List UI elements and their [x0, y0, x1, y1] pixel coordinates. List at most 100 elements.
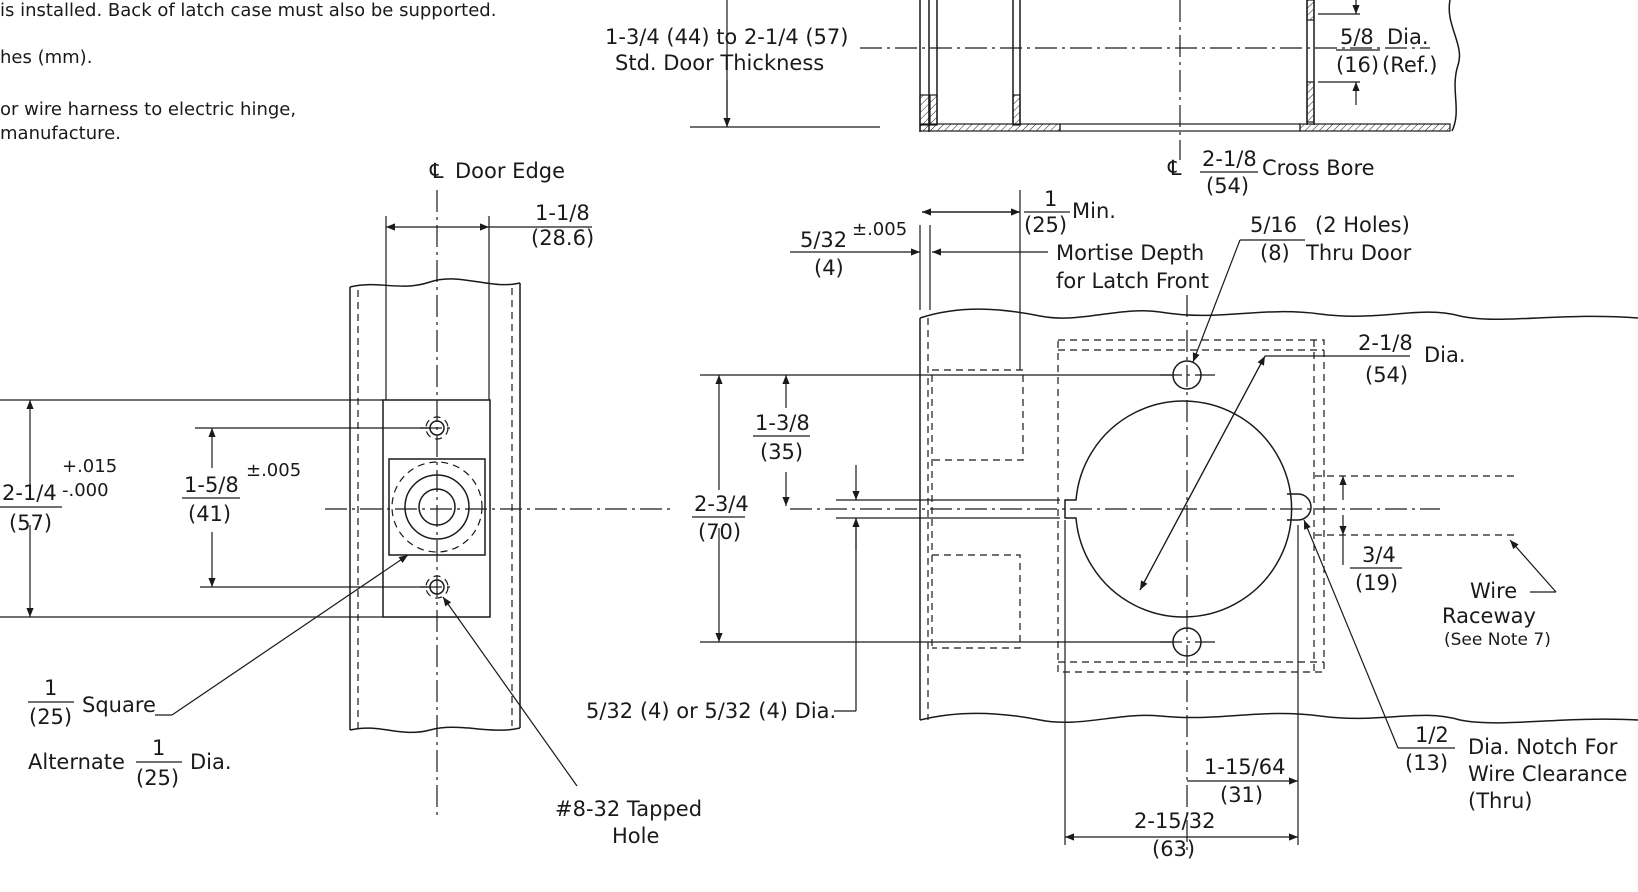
holes-mm-face: (8)	[1260, 241, 1290, 265]
note-line-2: hes (mm).	[0, 47, 92, 68]
cross-bore-label: Cross Bore	[1262, 156, 1375, 180]
holes-num-face: 5/16	[1250, 213, 1297, 237]
notch-line1: Dia. Notch For	[1468, 735, 1618, 759]
mortise-num: 5/32	[800, 228, 847, 252]
raceway-word1: Wire	[1470, 579, 1517, 603]
raceway-mm: (19)	[1355, 571, 1398, 595]
offset-mm: (31)	[1220, 783, 1263, 807]
door-edge-label: Door Edge	[455, 159, 565, 183]
min-mm: (25)	[1024, 213, 1067, 237]
bore-dia-leader-rev	[1139, 355, 1266, 591]
notch-num: 1/2	[1415, 723, 1449, 747]
holes-tol: ±.005	[246, 460, 301, 481]
cross-bore-num: 2-1/8	[1202, 147, 1257, 171]
dia-ref: (Ref.)	[1382, 53, 1438, 77]
mortise-tol: ±.005	[852, 219, 907, 240]
raceway-note: (See Note 7)	[1444, 630, 1551, 650]
section-hatch-post	[1012, 94, 1021, 126]
section-break-line	[1448, 0, 1461, 132]
square-leader	[171, 554, 409, 716]
wire-notch	[1287, 493, 1312, 521]
latch-case-lower-hidden	[932, 554, 1021, 649]
section-hatch-left	[919, 94, 930, 126]
dia-mm: (16)	[1336, 53, 1379, 77]
square-num: 1	[44, 676, 57, 700]
backset-num: 2-15/32	[1134, 809, 1215, 833]
spacing-num: 1-3/8	[755, 411, 810, 435]
tapped-line1: #8-32 Tapped	[555, 797, 702, 821]
slot-label: 5/32 (4) or 5/32 (4) Dia.	[586, 699, 836, 723]
section-hatch-bottom-right	[1299, 123, 1451, 132]
mortise-label-1: Mortise Depth	[1056, 241, 1204, 265]
latch-bore-outer	[404, 474, 470, 540]
mortise-label-2: for Latch Front	[1056, 269, 1209, 293]
alt-mm: (25)	[136, 766, 179, 790]
mortise-mm: (4)	[814, 256, 844, 280]
holes-count: (2 Holes)	[1315, 213, 1410, 237]
cross-bore-centerline-symbol: ℄	[1167, 156, 1182, 180]
holes-num: 1-5/8	[184, 473, 239, 497]
door-thickness-range: 1-3/4 (44) to 2-1/4 (57)	[605, 25, 848, 49]
latch-case-upper-hidden	[932, 369, 1024, 461]
note-line-1: is installed. Back of latch case must al…	[0, 0, 496, 21]
note-line-4: manufacture.	[0, 123, 121, 144]
height-mm: (57)	[9, 511, 52, 535]
alt-num: 1	[152, 736, 165, 760]
bore-num: 2-1/8	[1358, 331, 1413, 355]
cross-bore-circle	[1064, 400, 1293, 618]
raceway-word2: Raceway	[1442, 604, 1536, 628]
square-label: Square	[82, 693, 156, 717]
holes-leader	[1192, 239, 1241, 363]
spacing-mm: (35)	[760, 440, 803, 464]
alt-dia: Dia.	[190, 750, 232, 774]
notch-line2: Wire Clearance	[1468, 762, 1627, 786]
height-tol-minus: -.000	[62, 480, 109, 501]
min-label: Min.	[1072, 199, 1116, 223]
note-line-3: or wire harness to electric hinge,	[0, 99, 296, 120]
notch-leader	[1303, 519, 1399, 749]
width-num: 1-1/8	[535, 201, 590, 225]
overall-num: 2-3/4	[694, 492, 749, 516]
edge-centerline-symbol: ℄	[429, 159, 444, 183]
square-mm: (25)	[29, 705, 72, 729]
edge-view: ℄ Door Edge 1-1/8 (28.6)	[0, 159, 702, 848]
notch-line3: (Thru)	[1468, 789, 1532, 813]
door-thickness-label: Std. Door Thickness	[615, 51, 824, 75]
section-hatch-right-top	[1306, 0, 1315, 21]
backset-mm: (63)	[1152, 837, 1195, 861]
holes-mm: (41)	[188, 502, 231, 526]
height-tol-plus: +.015	[62, 456, 117, 477]
tapped-line2: Hole	[612, 824, 659, 848]
cross-bore-mm: (54)	[1206, 174, 1249, 198]
latch-square	[388, 458, 486, 556]
notes-block: is installed. Back of latch case must al…	[0, 0, 496, 144]
latch-alt-dia-circle	[391, 461, 483, 553]
height-num: 2-1/4	[2, 481, 57, 505]
min-num: 1	[1044, 187, 1057, 211]
latch-plate-outline	[382, 399, 491, 618]
face-break-bottom	[919, 712, 1638, 724]
bore-mm: (54)	[1365, 363, 1408, 387]
edge-break-bottom	[349, 726, 521, 734]
top-section-view: 1-3/4 (44) to 2-1/4 (57) Std. Door Thick…	[605, 0, 1461, 198]
alternate-label: Alternate	[28, 750, 125, 774]
bore-dia: Dia.	[1424, 343, 1466, 367]
section-hatch-bottom-left	[919, 123, 1061, 132]
latch-bore-inner	[418, 488, 456, 526]
face-view: 1 (25) Min. 5/32 ±.005 (4) Mortise Depth…	[586, 187, 1638, 861]
section-hatch-right-bot	[1306, 81, 1315, 123]
offset-num: 1-15/64	[1204, 755, 1285, 779]
edge-break-top	[349, 278, 521, 288]
section-hatch-left-2	[929, 94, 938, 126]
holes-thru: Thru Door	[1305, 241, 1412, 265]
face-break-top	[919, 308, 1638, 321]
notch-mm: (13)	[1405, 751, 1448, 775]
tapped-hole-leader	[442, 596, 578, 787]
dia-word: Dia.	[1387, 25, 1429, 49]
overall-mm: (70)	[698, 520, 741, 544]
dia-num: 5/8	[1340, 25, 1374, 49]
raceway-leader	[1509, 539, 1557, 593]
raceway-num: 3/4	[1362, 543, 1396, 567]
width-mm: (28.6)	[531, 226, 594, 250]
